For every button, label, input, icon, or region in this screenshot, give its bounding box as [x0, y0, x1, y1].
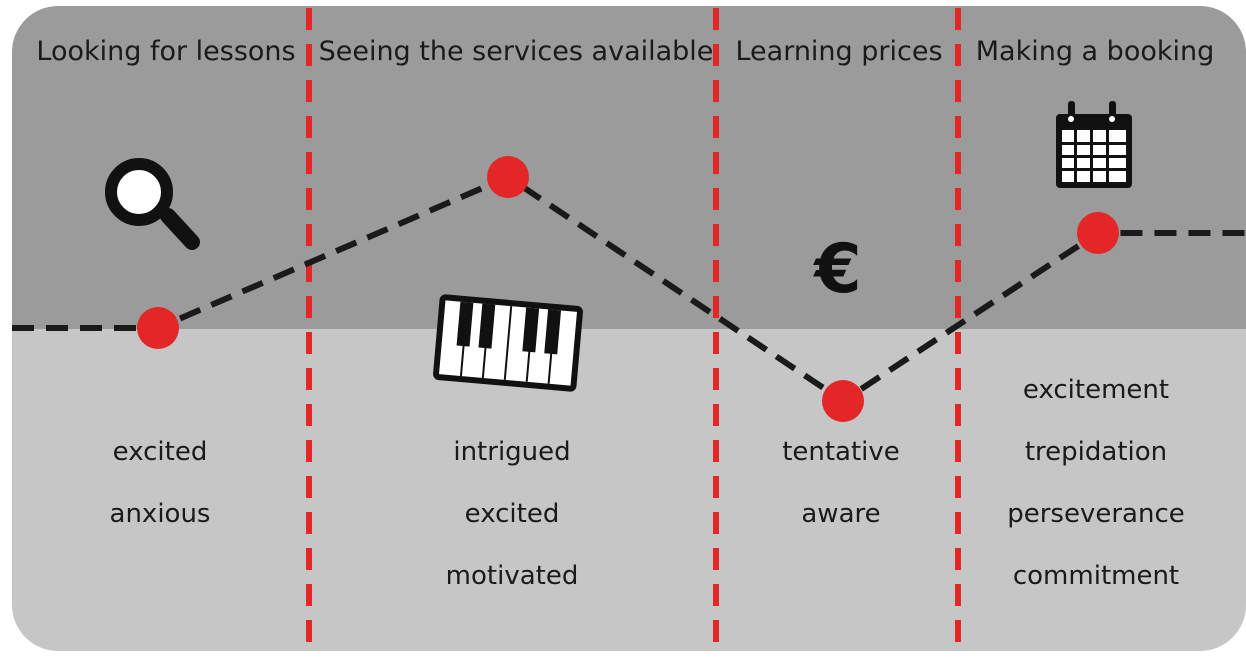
magnifier-icon: [105, 158, 200, 250]
emotion-label: commitment: [1012, 561, 1180, 591]
emotion-label: excitement: [1022, 375, 1170, 405]
emotion-label: intrigued: [453, 437, 571, 467]
emotion-label: tentative: [782, 437, 900, 467]
emotion-label: motivated: [445, 561, 579, 591]
piano-keyboard-icon: [433, 294, 583, 392]
emotion-label: trepidation: [1024, 437, 1168, 467]
calendar-icon: [1056, 101, 1132, 188]
lower-band: [12, 329, 1246, 651]
emotion-label: perseverance: [1007, 499, 1185, 529]
euro-icon: €: [814, 230, 862, 309]
stage-title-looking: Looking for lessons: [36, 36, 296, 67]
journey-line: [12, 173, 1246, 405]
upper-band: [12, 6, 1246, 329]
emotion-label: excited: [112, 437, 208, 467]
emotion-label: aware: [801, 499, 881, 529]
journey-point-4: [1077, 212, 1119, 254]
journey-point-3: [822, 380, 864, 422]
emotion-label: excited: [464, 499, 560, 529]
stage-title-booking: Making a booking: [975, 36, 1215, 67]
emotion-label: anxious: [109, 499, 211, 529]
journey-point-2: [487, 156, 529, 198]
journey-point-1: [137, 307, 179, 349]
stage-title-prices: Learning prices: [735, 36, 943, 67]
stage-title-services: Seeing the services available: [318, 36, 714, 67]
